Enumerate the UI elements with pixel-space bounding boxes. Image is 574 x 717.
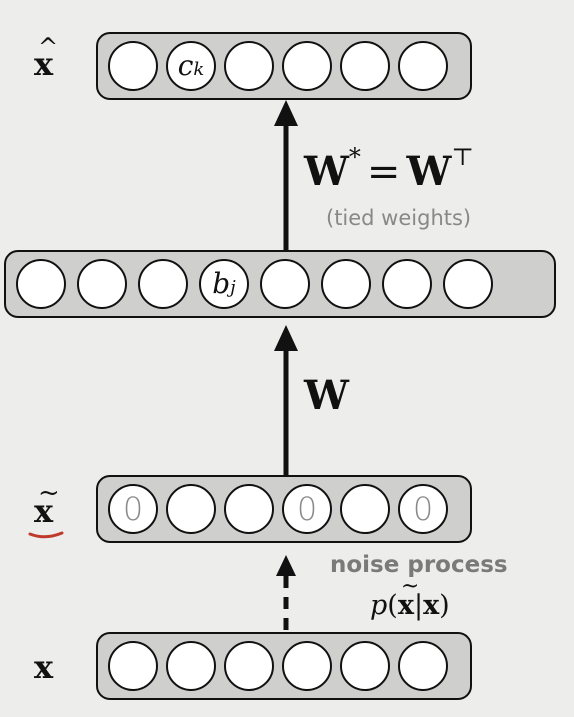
output-unit — [398, 41, 448, 91]
noise-probability: p(~x|x) — [370, 574, 450, 621]
hidden-unit — [77, 259, 127, 309]
hidden-unit — [382, 259, 432, 309]
output-unit — [224, 41, 274, 91]
corruption-arrow — [276, 555, 296, 630]
noisy-unit — [166, 484, 216, 534]
output-unit — [108, 41, 158, 91]
input-unit — [166, 641, 216, 691]
encoder-arrow — [274, 325, 298, 475]
decoder-weight-label: W*=W⊤ — [304, 142, 474, 195]
noise-process-label: noise process — [330, 552, 508, 578]
hidden-unit — [443, 259, 493, 309]
output-unit — [340, 41, 390, 91]
noisy-unit-zero: 0 — [108, 484, 158, 534]
noisy-unit-zero: 0 — [282, 484, 332, 534]
input-unit — [398, 641, 448, 691]
decoder-arrow — [274, 100, 298, 250]
red-underline — [28, 531, 64, 539]
tied-weights-note: (tied weights) — [326, 206, 472, 230]
noisy-unit — [224, 484, 274, 534]
input-unit — [108, 641, 158, 691]
input-unit — [224, 641, 274, 691]
input-layer — [96, 632, 472, 700]
input-layer-label: x — [34, 648, 54, 686]
encoder-weight-label: W — [304, 372, 349, 419]
hidden-unit — [260, 259, 310, 309]
input-unit — [282, 641, 332, 691]
noisy-unit — [340, 484, 390, 534]
noisy-layer-label: ~ x — [34, 478, 60, 530]
hidden-unit — [321, 259, 371, 309]
noisy-layer: 0 0 0 — [96, 475, 472, 543]
tilde-mark: ~ — [38, 478, 60, 508]
input-unit — [340, 641, 390, 691]
hidden-unit — [16, 259, 66, 309]
hat-mark: ^ — [38, 33, 59, 61]
output-layer-label: ^ x — [34, 33, 59, 83]
hidden-unit — [138, 259, 188, 309]
output-unit — [282, 41, 332, 91]
noisy-unit-zero: 0 — [398, 484, 448, 534]
